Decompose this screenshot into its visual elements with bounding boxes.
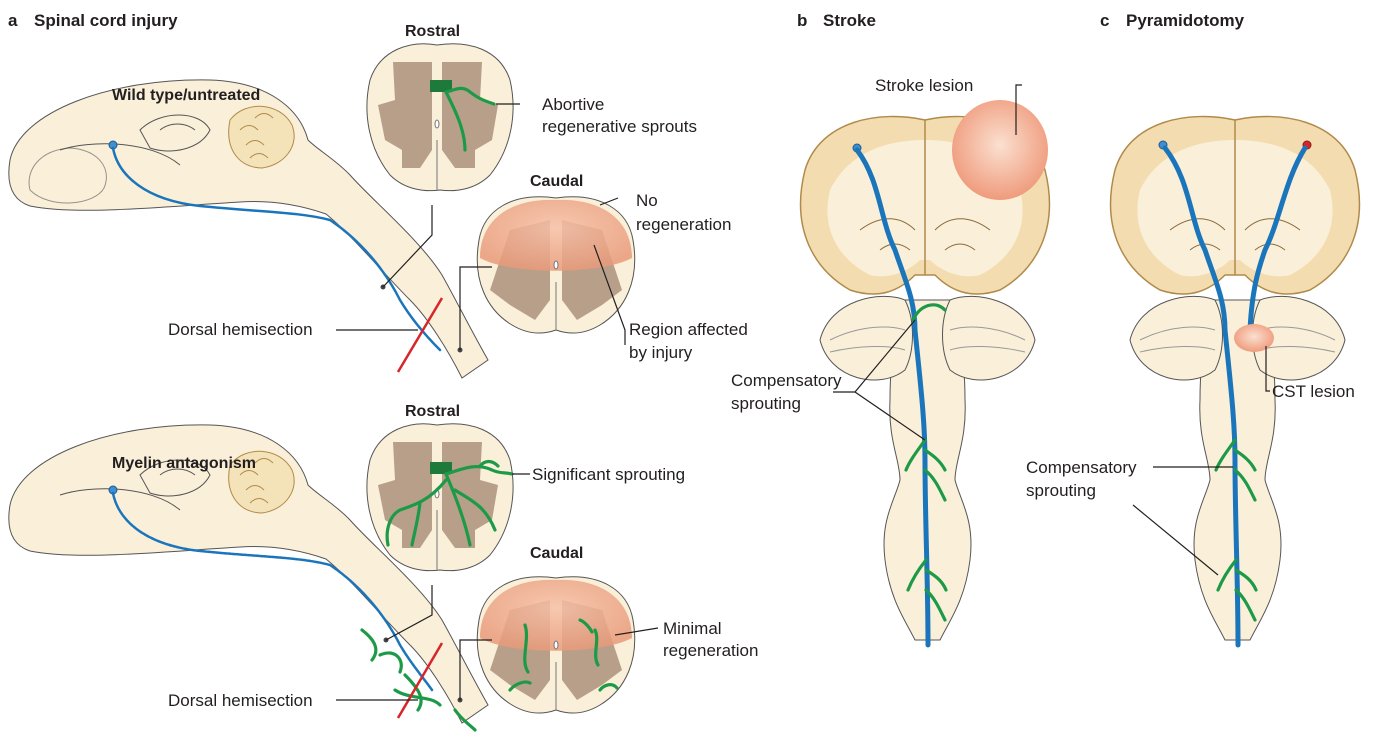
caudal-label-top: Caudal [530,173,583,190]
significant-sprouting-label: Significant sprouting [532,465,685,484]
stroke-lesion-shape [952,100,1048,200]
human-cns-pyramidotomy [1111,117,1360,645]
panel-c-title: Pyramidotomy [1126,11,1245,30]
cst-lesion-shape [1234,324,1274,352]
rostral-label-bottom: Rostral [405,403,460,420]
wild-type-title: Wild type/untreated [112,87,260,104]
panel-c-comp-label-1: Compensatory [1026,458,1137,477]
rostral-section-top [367,44,513,191]
dorsal-hemisection-bottom: Dorsal hemisection [168,691,313,710]
panel-c-comp-label-2: sprouting [1026,481,1096,500]
cst-lesion-label: CST lesion [1272,382,1355,401]
panel-a-letter: a [8,11,18,30]
rostral-section-bottom [367,424,513,571]
panel-b-title: Stroke [823,11,876,30]
caudal-section-top [477,197,634,333]
minimal-regen-label-2: regeneration [663,641,758,660]
abortive-label-1: Abortive [542,95,604,114]
region-label-1: Region affected [629,320,748,339]
panel-c-letter: c [1100,11,1109,30]
no-regen-label-2: regeneration [636,215,731,234]
minimal-regen-label-1: Minimal [663,619,722,638]
dorsal-hemisection-top: Dorsal hemisection [168,320,313,339]
region-label-2: by injury [629,343,693,362]
abortive-label-2: regenerative sprouts [542,117,697,136]
panel-a-title: Spinal cord injury [34,11,178,30]
panel-b-letter: b [797,11,807,30]
caudal-section-bottom [477,577,634,713]
panel-b-comp-label-2: sprouting [731,394,801,413]
stroke-lesion-label: Stroke lesion [875,76,973,95]
myelin-title: Myelin antagonism [112,455,256,472]
no-regen-label-1: No [636,191,658,210]
rostral-label-top: Rostral [405,23,460,40]
caudal-label-bottom: Caudal [530,545,583,562]
panel-b-comp-label-1: Compensatory [731,371,842,390]
